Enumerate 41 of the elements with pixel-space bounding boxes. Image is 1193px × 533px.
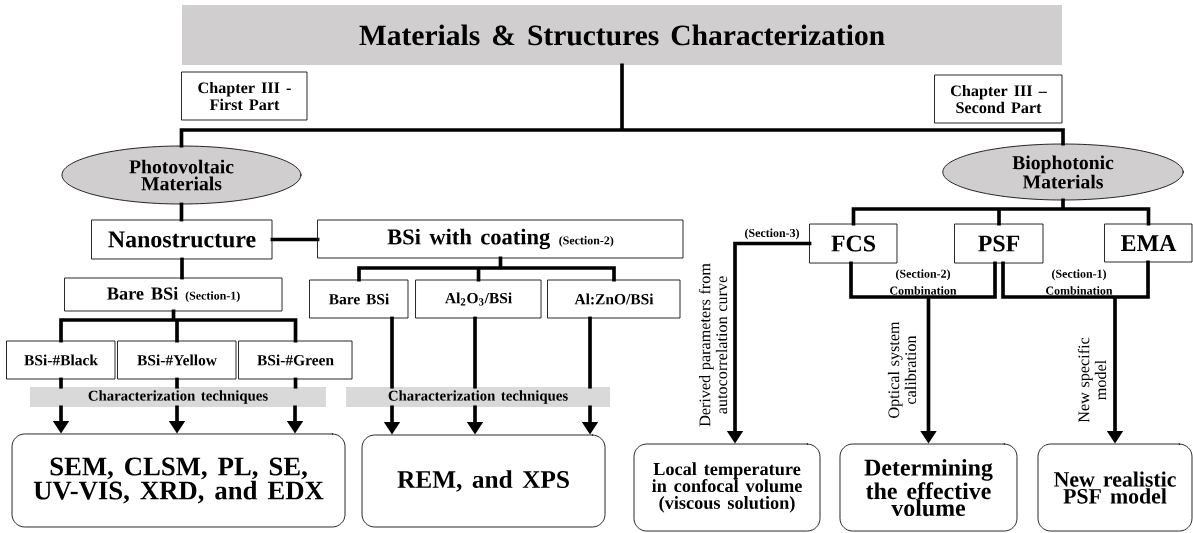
sample-box: Bare BSi (Section-1): [64, 277, 283, 312]
method-box: FCS: [809, 223, 898, 264]
connector: [179, 63, 1065, 148]
sample-box: Al$_{2}$O$_{3}$/BSi: [415, 279, 542, 319]
connector: [59, 377, 63, 389]
connector: [175, 377, 179, 389]
annotation-text: New specific model: [1077, 337, 1107, 423]
result-box: New realistic PSF model: [1037, 443, 1193, 532]
topic-box: BSi with coating (Section-2): [317, 219, 684, 259]
technique-band: Characterization techniques: [346, 387, 610, 407]
result-box: Determining the effective volume: [839, 443, 1018, 532]
connector: [588, 316, 592, 389]
technique-band: Characterization techniques: [30, 387, 326, 407]
connector: [59, 309, 298, 343]
sample-box: BSi-#Yellow: [117, 340, 237, 380]
chapter-box: Chapter III - First Part: [181, 71, 308, 121]
connector: [180, 257, 184, 280]
method-box: EMA: [1104, 223, 1193, 263]
sample-box: BSi-#Black: [6, 340, 116, 380]
chapter-box: Chapter III – Second Part: [934, 74, 1063, 124]
connector: [390, 316, 394, 389]
sample-box: BSi-#Green: [238, 340, 353, 380]
title-banner: Materials & Structures Characterization: [182, 5, 1062, 65]
annotation-text: Optical system calibration: [887, 321, 917, 418]
method-box: PSF: [954, 223, 1044, 264]
connector: [473, 316, 477, 389]
annotation-text: Derived parameters from autocorrelation curve: [698, 263, 728, 427]
topic-box: Nanostructure: [91, 219, 273, 260]
sample-box: Al:ZnO/BSi: [547, 279, 681, 319]
connector: [293, 377, 298, 389]
connector: [851, 198, 1151, 226]
connector: [179, 202, 184, 222]
result-box: Local temperature in confocal volume (viscous solution): [633, 443, 821, 532]
connector: [357, 256, 616, 282]
section-label: (Section-3): [745, 228, 800, 240]
section-label: (Section-2) Combination: [890, 269, 957, 295]
connector: [270, 237, 320, 242]
sample-box: Bare BSi: [309, 279, 409, 319]
result-box: REM, and XPS: [361, 434, 606, 528]
result-box: SEM, CLSM, PL, SE, UV-VIS, XRD, and EDX: [11, 433, 346, 528]
section-label: (Section-1) Combination: [1046, 269, 1113, 295]
